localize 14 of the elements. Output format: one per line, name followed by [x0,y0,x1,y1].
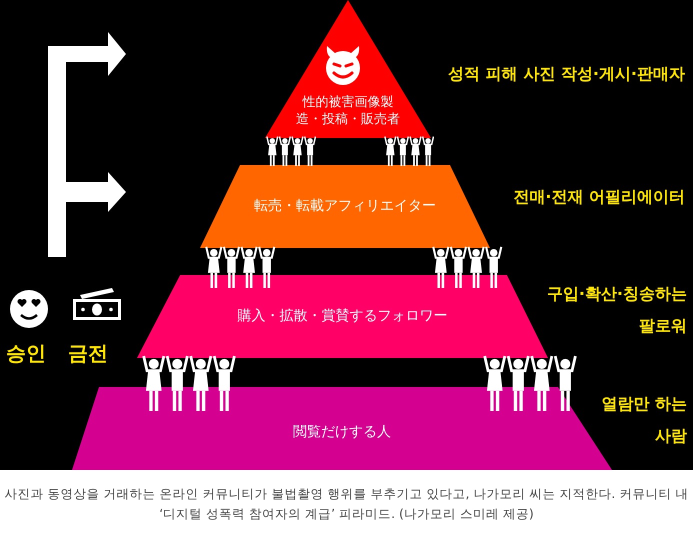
side-caption: 전매·전재 어필리에이터 [512,186,685,208]
side-caption: 구입·확산·칭송하는 팔로워 [546,283,687,337]
tier-label: 閲覧だけする人 [293,423,391,442]
tier-label: 性的被害画像製造・投稿・販売者 [295,94,401,128]
side-caption: 열람만 하는 사람 [600,393,687,447]
caption: 사진과 동영상을 거래하는 온라인 커뮤니티가 불법촬영 행위를 부추기고 있다고, 나가모리 씨는 지적한다. 커뮤니티 내 ‘디지털 성폭력 참여자의 계급’ 피라미드. (나가모리 스미레 제공) [4,485,689,523]
tier-label: 購入・拡散・賞賛するフォロワー [238,307,448,326]
icon-caption: 승인 [6,340,46,367]
pyramid-apex-triangle [265,0,431,138]
side-caption: 성적 피해 사진 작성·게시·판매자 [447,63,685,85]
tier-label: 転売・転載アフィリエイター [254,197,436,216]
pyramid-tier [200,165,490,248]
pyramid-tier [137,275,548,358]
icon-caption: 금전 [68,340,108,367]
